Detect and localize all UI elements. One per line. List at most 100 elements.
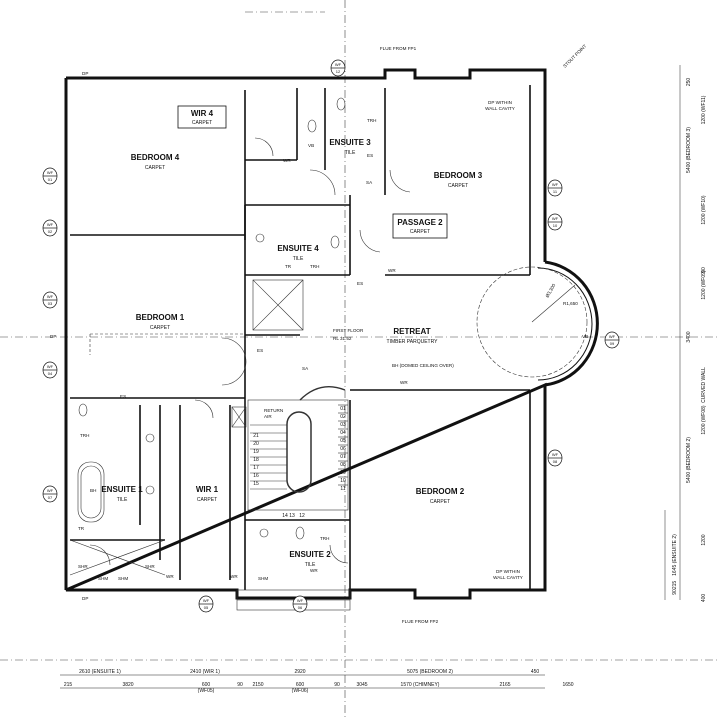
dim-right-2: 1200 (WF11)	[701, 95, 707, 124]
stair-step-17: 17	[253, 465, 259, 471]
dim-bottom-2-7: 3045	[356, 682, 367, 688]
window-tag-06: WF 06	[292, 595, 308, 613]
ensuite3-name: ENSUITE 3	[329, 138, 371, 147]
window-tag-type: WF	[203, 598, 210, 603]
window-tag-number: 08	[553, 459, 558, 464]
trh-label-3: TRH	[310, 264, 319, 269]
domed-ceiling-label: BH (DOMED CEILING OVER)	[392, 363, 454, 368]
passage2-name: PASSAGE 2	[397, 218, 443, 227]
dim-bottom-2-8: 1570 (CHIMNEY)	[401, 682, 440, 688]
ensuite4-finish: TILE	[293, 256, 304, 262]
window-tag-number: 10	[553, 223, 558, 228]
stair-step-01: 01	[340, 406, 346, 412]
window-tag-type: WF	[552, 216, 559, 221]
sa-label-1: SA	[302, 366, 309, 371]
sa-label-2: SA	[366, 180, 373, 185]
dim-right-0: 250	[686, 78, 692, 87]
dim-right-14: 400	[701, 594, 707, 603]
window-tag-type: WF	[335, 62, 342, 67]
stair-step-13: 13	[289, 513, 295, 519]
window-tag-type: WF	[297, 598, 304, 603]
dim-right-5: 1200 (WF09)	[701, 270, 707, 300]
stair-step-08: 08	[340, 462, 346, 468]
window-tag-type: WF	[47, 488, 54, 493]
stair-step-03: 03	[340, 422, 346, 428]
dim-right-4: 90	[701, 267, 707, 273]
window-tags: WF01WF02WF03WF04WF05WF06WF07WF08WF09WF10…	[42, 59, 620, 613]
trh-label-2: TRH	[367, 118, 376, 123]
window-tag-10: WF 10	[547, 213, 563, 231]
wr-label-5: WR	[400, 380, 408, 385]
window-tag-number: 06	[298, 605, 303, 610]
flue-fp2-label: FLUE FROM FP2	[402, 619, 439, 624]
window-tag-number: 04	[48, 371, 53, 376]
ensuite1-name: ENSUITE 1	[101, 485, 143, 494]
trh-label-1: TRH	[80, 433, 89, 438]
dim-bottom-1-0: 2610 (ENSUITE 1)	[79, 669, 121, 675]
ensuite4-name: ENSUITE 4	[277, 244, 319, 253]
shm-label-1: SHM	[98, 576, 108, 581]
shm-label-3: SHM	[258, 576, 268, 581]
window-tag-type: WF	[47, 170, 54, 175]
void-radius-label: R1,650	[563, 301, 578, 306]
wr-label-1: WR	[166, 574, 174, 579]
dim-right-1: 5400 (BEDROOM 3)	[686, 127, 692, 173]
wir1-finish: CARPET	[197, 497, 217, 503]
stair-step-20: 20	[253, 441, 259, 447]
tr-label-2: TR	[285, 264, 292, 269]
wir1-name: WIR 1	[196, 485, 219, 494]
bedroom1-finish: CARPET	[150, 325, 170, 331]
stair-step-15: 15	[253, 481, 259, 487]
stair-step-06: 06	[340, 446, 346, 452]
dim-right-10: 1200	[701, 534, 707, 545]
bedroom1-name: BEDROOM 1	[136, 313, 185, 322]
window-tag-number: 12	[336, 69, 341, 74]
dim-bottom-2-2: 600(WF05)	[198, 682, 215, 694]
void-diameter-label: Ø3,300	[545, 283, 557, 299]
window-tag-number: 01	[48, 177, 53, 182]
stair-step-14: 14	[282, 513, 288, 519]
chimney-label: STOUT POINT	[562, 43, 587, 68]
wr-label-6: WR	[310, 568, 318, 573]
stair-step-09: 09	[340, 470, 346, 476]
wr-label-4: WR	[388, 268, 396, 273]
wr-label-2: WR	[230, 574, 238, 579]
stair-step-04: 04	[340, 430, 346, 436]
dim-bottom-1-1: 2410 (WIR 1)	[190, 669, 220, 675]
wir4-name: WIR 4	[191, 109, 214, 118]
dim-bottom-2-10: 1650	[562, 682, 573, 688]
ensuite3-finish: TILE	[345, 150, 356, 156]
stair-step-18: 18	[253, 457, 259, 463]
interior-walls	[70, 85, 531, 590]
ensuite2-name: ENSUITE 2	[289, 550, 331, 559]
dim-bottom-2-5: 600(WF06)	[292, 682, 309, 694]
stair-numbers: 0102030405060708091011121314151617181920…	[253, 406, 346, 519]
dim-right-11: 1645 (ENSUITE 2)	[672, 534, 678, 576]
window-tag-01: WF 01	[42, 167, 58, 185]
dim-right-8: 1200 (WF08)	[701, 405, 707, 435]
rl-label: RL 31.52	[333, 336, 352, 341]
ensuite2-finish: TILE	[305, 562, 316, 568]
wr-label-3: WR	[283, 158, 291, 163]
trh-label-4: TRH	[320, 536, 329, 541]
stair-step-02: 02	[340, 414, 346, 420]
bedroom3-finish: CARPET	[448, 183, 468, 189]
window-tag-05: WF05	[198, 595, 214, 613]
stair-step-10: 10	[340, 478, 346, 484]
bedroom2-name: BEDROOM 2	[416, 487, 465, 496]
dim-bottom-2-9: 2165	[499, 682, 510, 688]
window-tag-type: WF	[552, 452, 559, 457]
es-label-1: ES	[257, 348, 263, 353]
es-label-3: ES	[120, 394, 126, 399]
dim-bottom-2-6: 90	[334, 682, 340, 688]
dp-label-2: DP	[50, 334, 56, 339]
es-label-2: ES	[367, 153, 373, 158]
bedroom2-finish: CARPET	[430, 499, 450, 505]
window-tag-type: WF	[47, 294, 54, 299]
